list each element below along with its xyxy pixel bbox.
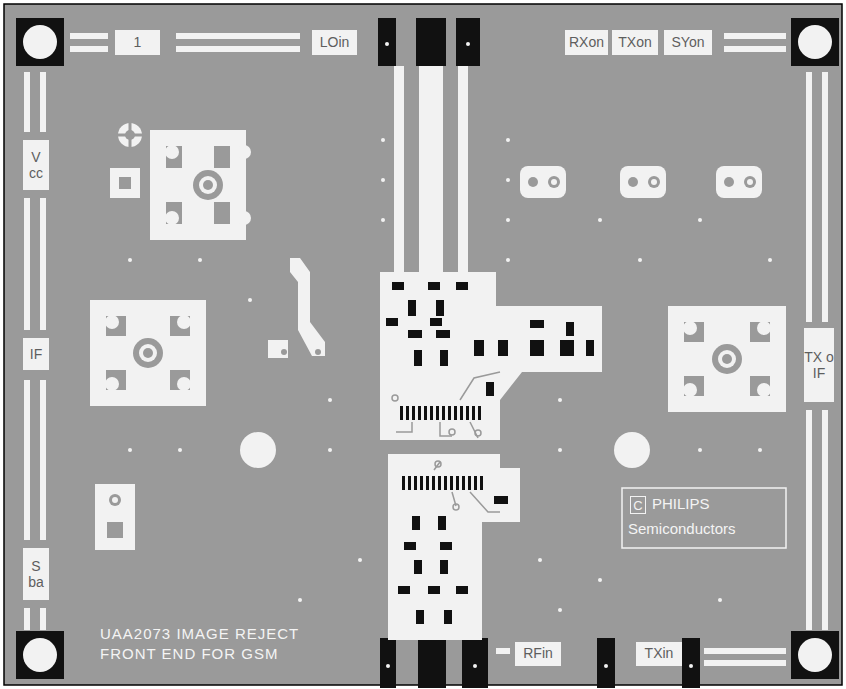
- pin-label: TXon: [612, 30, 658, 55]
- pin-label: SYon: [664, 30, 712, 55]
- pin-label: RFin: [515, 642, 561, 666]
- pin-label: TXin: [636, 642, 682, 666]
- pin-label: S ba: [23, 548, 49, 600]
- company-name: PHILIPS: [652, 495, 710, 513]
- copyright-mark: C: [630, 496, 646, 514]
- board-title: UAA2073 IMAGE REJECT FRONT END FOR GSM: [100, 624, 345, 665]
- pin-label: LOin: [312, 30, 357, 55]
- company-name: Semiconductors: [628, 520, 736, 538]
- pin-label: V cc: [23, 140, 49, 190]
- pin-label: RXon: [565, 30, 608, 55]
- pin-label: IF: [23, 338, 49, 370]
- pin-label: TX o IF: [804, 328, 834, 402]
- pin-label: 1: [115, 30, 160, 55]
